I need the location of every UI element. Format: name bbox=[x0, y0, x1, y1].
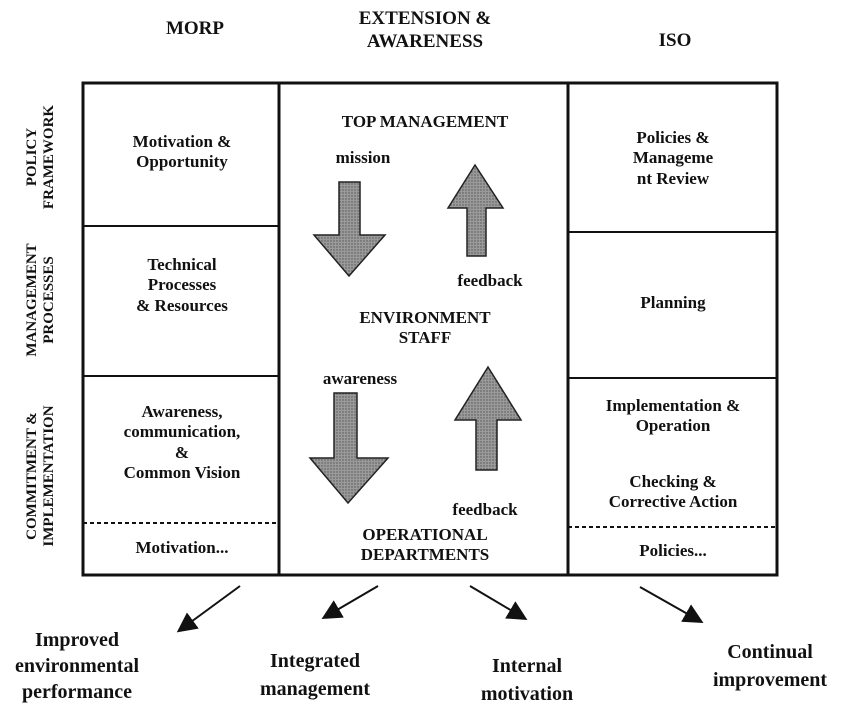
column-header-iso: ISO bbox=[625, 30, 725, 53]
iso-cell-planning-text: Planning bbox=[640, 293, 706, 312]
row-label-management-line2: PROCESSES bbox=[40, 256, 57, 344]
iso-cell-policy-line2: Manageme bbox=[632, 148, 714, 168]
morp-cell-policy-line1: Motivation & bbox=[132, 132, 232, 151]
environment-staff-line1: ENVIRONMENT bbox=[359, 308, 491, 327]
outcome-improved-line2: environmental bbox=[14, 655, 140, 677]
outcome-internal-line1: Internal bbox=[492, 655, 562, 677]
feedback-bottom-text: feedback bbox=[452, 500, 518, 519]
column-header-morp: MORP bbox=[140, 18, 250, 41]
feedback-top-text: feedback bbox=[457, 271, 523, 290]
iso-cell-implementation-line2: Operation bbox=[635, 416, 711, 436]
iso-cell-implementation-line1: Implementation & bbox=[605, 396, 741, 415]
top-management-text: TOP MANAGEMENT bbox=[341, 112, 509, 131]
outcome-arrow-continual bbox=[639, 586, 704, 623]
outcome-improved-line1: Improved bbox=[34, 629, 120, 651]
up-arrow-feedback-bottom bbox=[453, 365, 523, 471]
outer-frame bbox=[81, 81, 779, 577]
outcome-continual-line1: Continual bbox=[727, 641, 813, 663]
operational-departments-line2: DEPARTMENTS bbox=[360, 545, 490, 565]
outcome-improved: Improved environmental performance bbox=[2, 627, 152, 705]
iso-cell-footer: Policies... bbox=[572, 541, 774, 561]
column-header-extension: EXTENSION & AWARENESS bbox=[310, 8, 540, 54]
iso-cell-checking-line2: Corrective Action bbox=[608, 492, 738, 512]
morp-cell-footer: Motivation... bbox=[88, 538, 276, 558]
row-label-management: MANAGEMENT PROCESSES bbox=[24, 220, 62, 380]
up-arrow-feedback-top bbox=[446, 163, 505, 257]
row-label-commitment-line2: IMPLEMENTATION bbox=[40, 405, 57, 547]
row-label-commitment: COMMITMENT & IMPLEMENTATION bbox=[24, 386, 62, 566]
morp-cell-commitment-line1: Awareness, bbox=[141, 402, 223, 421]
awareness-label: awareness bbox=[305, 369, 415, 389]
column-header-extension-line1: EXTENSION & bbox=[358, 8, 492, 29]
iso-cell-footer-text: Policies... bbox=[639, 541, 707, 560]
morp-cell-commitment-line2: communication, bbox=[123, 422, 241, 442]
outcome-internal-line2: motivation bbox=[480, 683, 574, 705]
morp-cell-commitment-line3: & bbox=[174, 442, 190, 462]
row-label-commitment-line1: COMMITMENT & bbox=[24, 412, 40, 540]
morp-cell-management-line1: Technical bbox=[147, 255, 217, 274]
down-arrow-mission bbox=[312, 181, 387, 278]
morp-cell-management-line3: & Resources bbox=[136, 295, 228, 315]
outcome-arrow-internal bbox=[469, 585, 528, 621]
environment-staff-label: ENVIRONMENT STAFF bbox=[330, 308, 520, 349]
environment-staff-line2: STAFF bbox=[398, 328, 452, 348]
iso-cell-policy-line3: nt Review bbox=[636, 168, 710, 188]
iso-cell-policy: Policies & Manageme nt Review bbox=[572, 128, 774, 189]
morp-cell-management: Technical Processes & Resources bbox=[88, 255, 276, 316]
outcome-internal: Internal motivation bbox=[462, 652, 592, 708]
morp-cell-policy-line2: Opportunity bbox=[136, 152, 228, 172]
feedback-top-label: feedback bbox=[440, 271, 540, 291]
feedback-bottom-label: feedback bbox=[430, 500, 540, 520]
morp-cell-management-line2: Processes bbox=[147, 275, 217, 295]
outcome-arrow-integrated bbox=[321, 585, 379, 620]
morp-cell-commitment: Awareness, communication, & Common Visio… bbox=[88, 402, 276, 484]
awareness-text: awareness bbox=[322, 369, 398, 388]
outcome-continual-line2: improvement bbox=[712, 669, 828, 691]
column-header-morp-text: MORP bbox=[165, 18, 225, 39]
morp-cell-commitment-line4: Common Vision bbox=[123, 463, 241, 483]
iso-cell-checking: Checking & Corrective Action bbox=[572, 472, 774, 513]
outcome-integrated-line2: management bbox=[260, 678, 370, 700]
outcome-integrated-line1: Integrated bbox=[270, 650, 360, 672]
iso-cell-checking-line1: Checking & bbox=[629, 472, 717, 491]
iso-cell-policy-line1: Policies & bbox=[636, 128, 710, 147]
operational-departments-line1: OPERATIONAL bbox=[362, 525, 488, 544]
mission-text: mission bbox=[335, 148, 391, 167]
column-header-iso-text: ISO bbox=[658, 30, 692, 51]
outcome-continual: Continual improvement bbox=[700, 638, 840, 694]
outcome-arrow-improved bbox=[176, 585, 241, 633]
outcome-integrated: Integrated management bbox=[245, 647, 385, 703]
row-label-policy-line2: FRAMEWORK bbox=[40, 104, 57, 210]
morp-cell-policy: Motivation & Opportunity bbox=[88, 132, 276, 173]
operational-departments-label: OPERATIONAL DEPARTMENTS bbox=[320, 525, 530, 566]
top-management-label: TOP MANAGEMENT bbox=[300, 112, 550, 132]
row-label-policy: POLICY FRAMEWORK bbox=[24, 87, 62, 227]
mission-label: mission bbox=[318, 148, 408, 168]
down-arrow-awareness bbox=[308, 392, 390, 505]
iso-cell-planning: Planning bbox=[572, 293, 774, 313]
morp-cell-footer-text: Motivation... bbox=[135, 538, 229, 557]
row-label-management-line1: MANAGEMENT bbox=[24, 243, 40, 357]
row-label-policy-line1: POLICY bbox=[24, 127, 40, 187]
column-header-extension-line2: AWARENESS bbox=[366, 30, 484, 52]
iso-cell-implementation: Implementation & Operation bbox=[572, 396, 774, 437]
outcome-improved-line3: performance bbox=[22, 681, 132, 703]
